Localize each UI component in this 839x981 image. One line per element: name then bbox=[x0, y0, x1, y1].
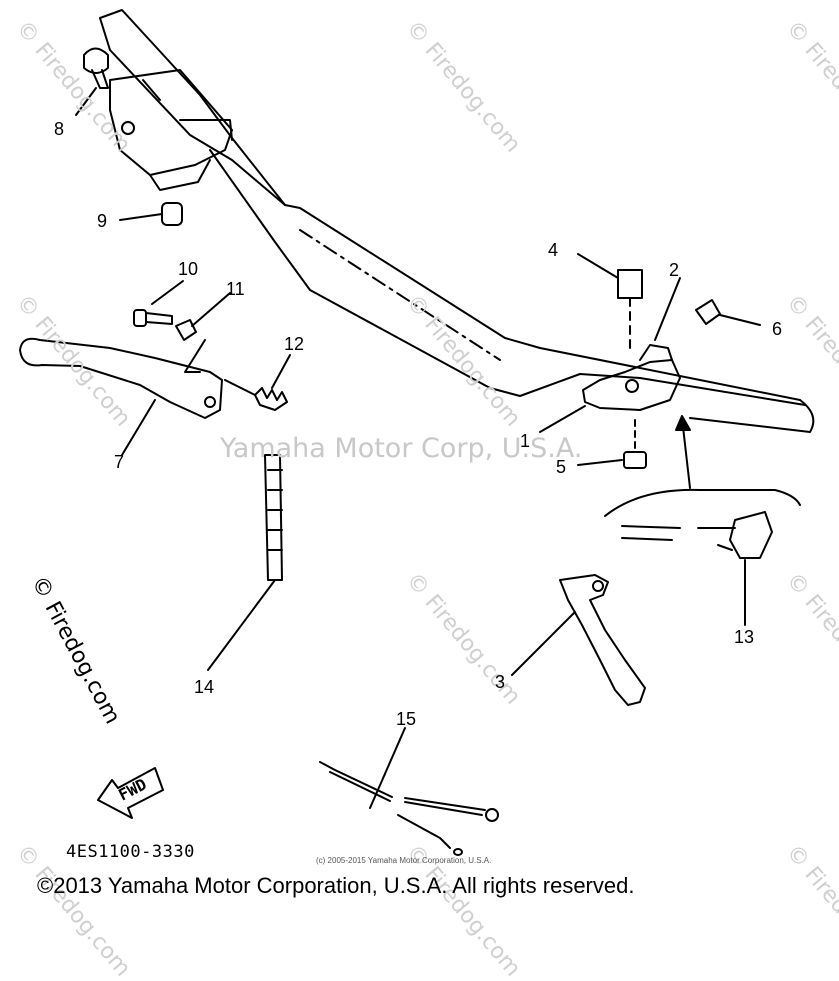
callout-12: 12 bbox=[284, 334, 305, 354]
left-clamp bbox=[109, 69, 233, 191]
wire-harness-15 bbox=[319, 727, 499, 856]
spring-12 bbox=[254, 354, 291, 411]
screw-6 bbox=[695, 299, 761, 326]
diagram-drawing bbox=[19, 9, 815, 856]
small-copyright: (c) 2005-2015 Yamaha Motor Corporation, … bbox=[316, 856, 492, 865]
cable-band-14 bbox=[207, 454, 283, 671]
grommet-9 bbox=[119, 202, 183, 226]
callout-9: 9 bbox=[97, 211, 108, 231]
callout-8: 8 bbox=[54, 119, 65, 139]
parts-diagram: © Firedog.com © Firedog.com © Firedog.co… bbox=[11, 9, 839, 981]
callout-13: 13 bbox=[734, 627, 755, 647]
bolt-8 bbox=[75, 47, 109, 116]
lever-7 bbox=[19, 337, 256, 456]
bolt-4 bbox=[577, 253, 643, 351]
center-watermark: Yamaha Motor Corp, U.S.A. bbox=[220, 433, 583, 464]
callout-14: 14 bbox=[194, 677, 215, 697]
callout-3: 3 bbox=[495, 672, 506, 692]
handlebar bbox=[99, 9, 815, 433]
callout-15: 15 bbox=[396, 709, 417, 729]
callout-4: 4 bbox=[548, 240, 559, 260]
callout-1: 1 bbox=[520, 431, 531, 451]
callout-5: 5 bbox=[556, 457, 567, 477]
nut-5 bbox=[577, 419, 647, 469]
callout-6: 6 bbox=[772, 319, 783, 339]
callout-7: 7 bbox=[114, 452, 125, 472]
callout-11: 11 bbox=[226, 279, 245, 299]
fwd-arrow bbox=[97, 767, 164, 819]
switch-13 bbox=[604, 415, 801, 626]
lever-3 bbox=[511, 574, 646, 706]
bolt-2 bbox=[654, 277, 681, 341]
bolt-10 bbox=[133, 280, 184, 327]
lever-holder-1 bbox=[539, 344, 681, 433]
copyright-notice: ©2013 Yamaha Motor Corporation, U.S.A. A… bbox=[37, 873, 635, 898]
callout-10: 10 bbox=[178, 259, 199, 279]
nut-11 bbox=[175, 292, 231, 373]
callout-2: 2 bbox=[669, 260, 680, 280]
diagram-code: 4ES1100-3330 bbox=[66, 842, 195, 862]
